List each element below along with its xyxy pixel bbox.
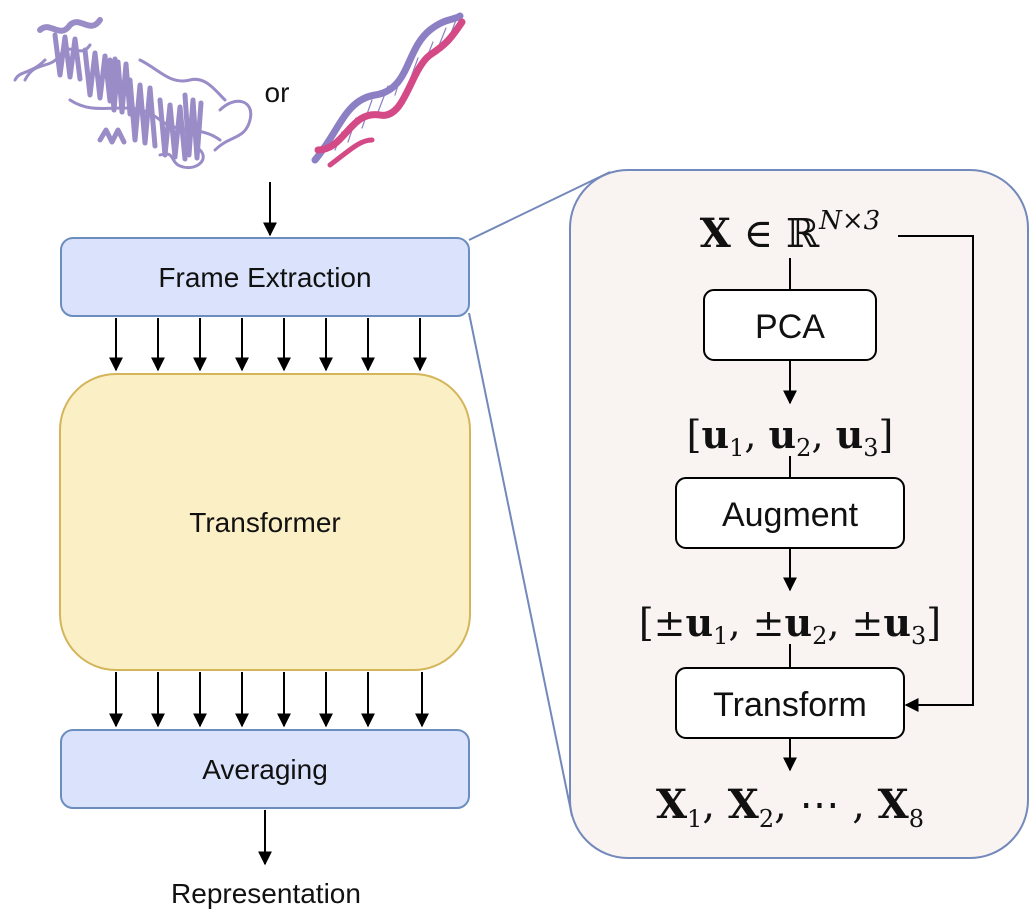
- frame-extraction-label: Frame Extraction: [158, 262, 371, 293]
- pca-label: PCA: [755, 308, 825, 346]
- dna-helix-image: [311, 12, 466, 168]
- skip-connection-arrow: [898, 235, 974, 712]
- augment-label: Augment: [722, 496, 859, 534]
- transformer-box: Transformer: [59, 373, 471, 671]
- svg-text:[±u1, ±u2, ±u3]: [±u1, ±u2, ±u3]: [639, 600, 941, 650]
- or-label: or: [265, 77, 290, 108]
- principal-components-expression: [u1, u2, u3]: [687, 412, 894, 462]
- frame-arrows: [109, 318, 427, 372]
- protein-structure-image: [13, 17, 253, 169]
- pca-box: PCA: [703, 289, 877, 361]
- svg-text:X ∈ ℝN×3: X ∈ ℝN×3: [700, 206, 880, 257]
- averaging-label: Averaging: [202, 754, 328, 785]
- transform-label: Transform: [713, 686, 867, 724]
- averaging-box: Averaging: [60, 729, 470, 809]
- zoom-connector-lines: [468, 171, 611, 817]
- transformer-label: Transformer: [189, 507, 340, 538]
- augmented-components-expression: [±u1, ±u2, ±u3]: [639, 600, 941, 650]
- transformer-arrows: [109, 672, 429, 728]
- frame-extraction-box: Frame Extraction: [60, 237, 470, 317]
- svg-text:[u1, u2, u3]: [u1, u2, u3]: [687, 412, 894, 462]
- transform-box: Transform: [675, 667, 905, 739]
- input-expression: X ∈ ℝN×3: [700, 206, 880, 257]
- frames-output-expression: X1, X2, ⋯ , X8: [656, 781, 924, 833]
- svg-text:X1, X2, ⋯ , X8: X1, X2, ⋯ , X8: [656, 781, 924, 833]
- augment-box: Augment: [675, 477, 905, 549]
- representation-label: Representation: [171, 878, 361, 909]
